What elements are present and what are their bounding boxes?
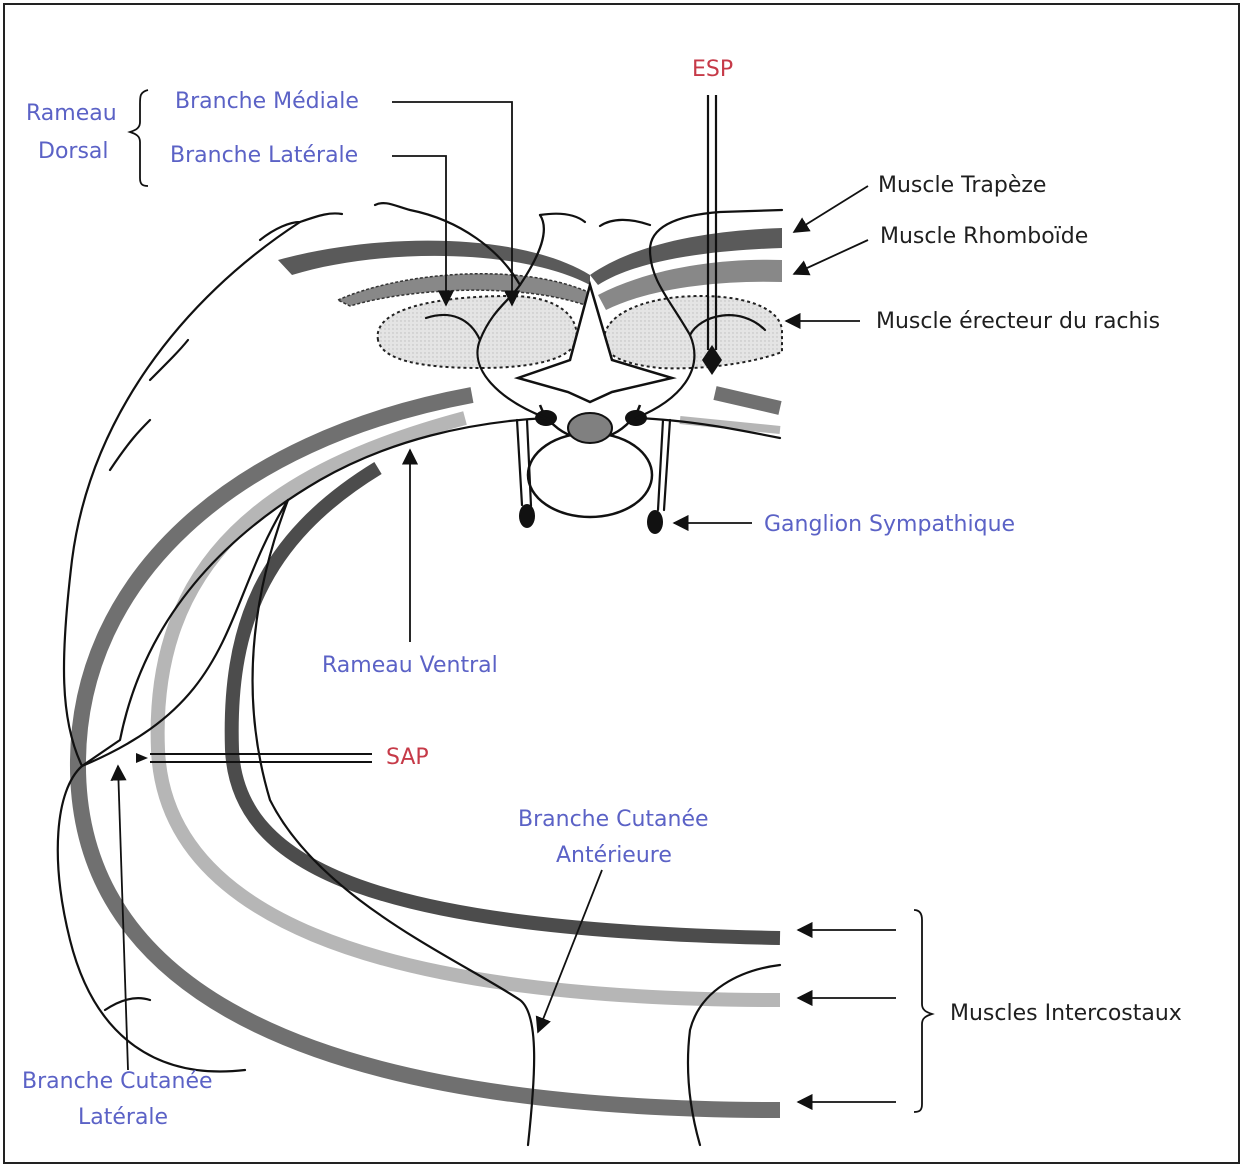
vertebral-body xyxy=(528,433,652,517)
label-cutanee-laterale-line1: Branche Cutanée xyxy=(22,1069,213,1094)
spinal-cord xyxy=(568,413,612,443)
label-branche-mediale: Branche Médiale xyxy=(175,89,359,114)
sympathetic-ganglion-left xyxy=(519,504,535,528)
label-cutanee-anterieure-line1: Branche Cutanée xyxy=(518,807,709,832)
label-ganglion-sympathique: Ganglion Sympathique xyxy=(764,512,1015,537)
label-rameau-ventral: Rameau Ventral xyxy=(322,653,498,678)
label-muscle-erecteur: Muscle érecteur du rachis xyxy=(876,309,1160,334)
label-muscles-intercostaux: Muscles Intercostaux xyxy=(950,1001,1182,1026)
label-sap: SAP xyxy=(386,745,429,770)
label-branche-laterale: Branche Latérale xyxy=(170,143,358,168)
sympathetic-ganglion-right xyxy=(647,510,663,534)
label-rameau-dorsal-line1: Rameau xyxy=(26,101,117,126)
label-cutanee-anterieure-line2: Antérieure xyxy=(556,843,672,868)
label-muscle-rhomboide: Muscle Rhomboïde xyxy=(880,224,1088,249)
label-esp: ESP xyxy=(692,57,733,82)
label-cutanee-laterale-line2: Latérale xyxy=(78,1105,168,1130)
label-rameau-dorsal-line2: Dorsal xyxy=(38,139,109,164)
label-muscle-trapeze: Muscle Trapèze xyxy=(878,173,1046,198)
